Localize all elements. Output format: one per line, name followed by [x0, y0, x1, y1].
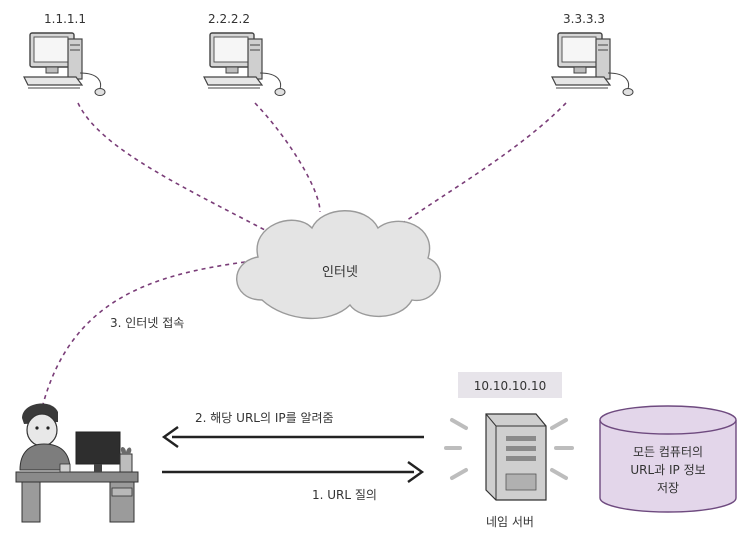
server-ip: 10.10.10.10 — [474, 379, 547, 393]
connector-pc3 — [399, 102, 567, 226]
computer-1: 1.1.1.1 — [23, 12, 106, 97]
database-line-3: 저장 — [657, 481, 679, 495]
server-icon — [485, 413, 547, 501]
server-ip-badge — [458, 372, 562, 398]
computer-2: 2.2.2.2 — [203, 12, 286, 97]
database-cylinder-icon — [599, 405, 737, 513]
step-connect-label: 3. 인터넷 접속 — [110, 316, 184, 330]
computer-3: 3.3.3.3 — [551, 12, 634, 97]
step-query-label: 1. URL 질의 — [312, 488, 377, 502]
database-line-2: URL과 IP 정보 — [630, 463, 705, 477]
step-reply-label: 2. 해당 URL의 IP를 알려줌 — [195, 411, 334, 425]
name-server: 10.10.10.10 네임 서버 — [444, 372, 574, 529]
connector-user — [41, 261, 246, 409]
cloud-icon — [236, 210, 441, 320]
desktop-computer-icon — [203, 32, 286, 97]
desktop-computer-icon — [23, 32, 106, 97]
connector-pc1 — [77, 102, 281, 239]
connector-pc2 — [254, 102, 321, 213]
server-rays — [444, 418, 574, 480]
computer-3-ip: 3.3.3.3 — [563, 12, 605, 26]
server-label: 네임 서버 — [486, 515, 534, 529]
computer-1-ip: 1.1.1.1 — [44, 12, 86, 26]
database: 모든 컴퓨터의 URL과 IP 정보 저장 — [599, 405, 737, 513]
computer-2-ip: 2.2.2.2 — [208, 12, 250, 26]
cloud-label: 인터넷 — [322, 265, 358, 280]
arrow-query — [162, 461, 425, 483]
database-line-1: 모든 컴퓨터의 — [633, 445, 703, 459]
desktop-computer-icon — [551, 32, 634, 97]
user-at-desk-icon — [15, 403, 139, 523]
arrow-reply — [161, 426, 424, 448]
dashed-connectors — [41, 102, 567, 409]
internet-cloud: 인터넷 — [236, 210, 441, 320]
